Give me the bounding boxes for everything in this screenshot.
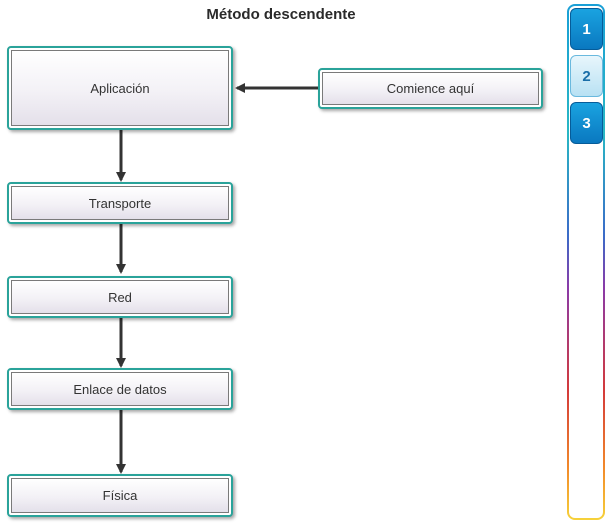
layer-transport[interactable]: Transporte bbox=[7, 182, 233, 224]
step-button-1[interactable]: 1 bbox=[570, 8, 603, 50]
start-here-label: Comience aquí bbox=[386, 81, 475, 96]
step-button-2[interactable]: 2 bbox=[570, 55, 603, 97]
layer-network[interactable]: Red bbox=[7, 276, 233, 318]
layer-physical-label: Física bbox=[102, 488, 138, 503]
diagram-title: Método descendente bbox=[206, 6, 356, 23]
start-here-box[interactable]: Comience aquí bbox=[318, 68, 543, 109]
layer-application-label: Aplicación bbox=[90, 80, 150, 96]
layer-network-label: Red bbox=[108, 289, 132, 305]
layer-application[interactable]: Aplicación bbox=[7, 46, 233, 130]
layer-transport-label: Transporte bbox=[88, 195, 152, 211]
step-button-3[interactable]: 3 bbox=[570, 102, 603, 144]
layer-physical[interactable]: Física bbox=[7, 474, 233, 517]
layer-data-link[interactable]: Enlace de datos bbox=[7, 368, 233, 410]
layer-data-link-label: Enlace de datos bbox=[73, 381, 167, 397]
